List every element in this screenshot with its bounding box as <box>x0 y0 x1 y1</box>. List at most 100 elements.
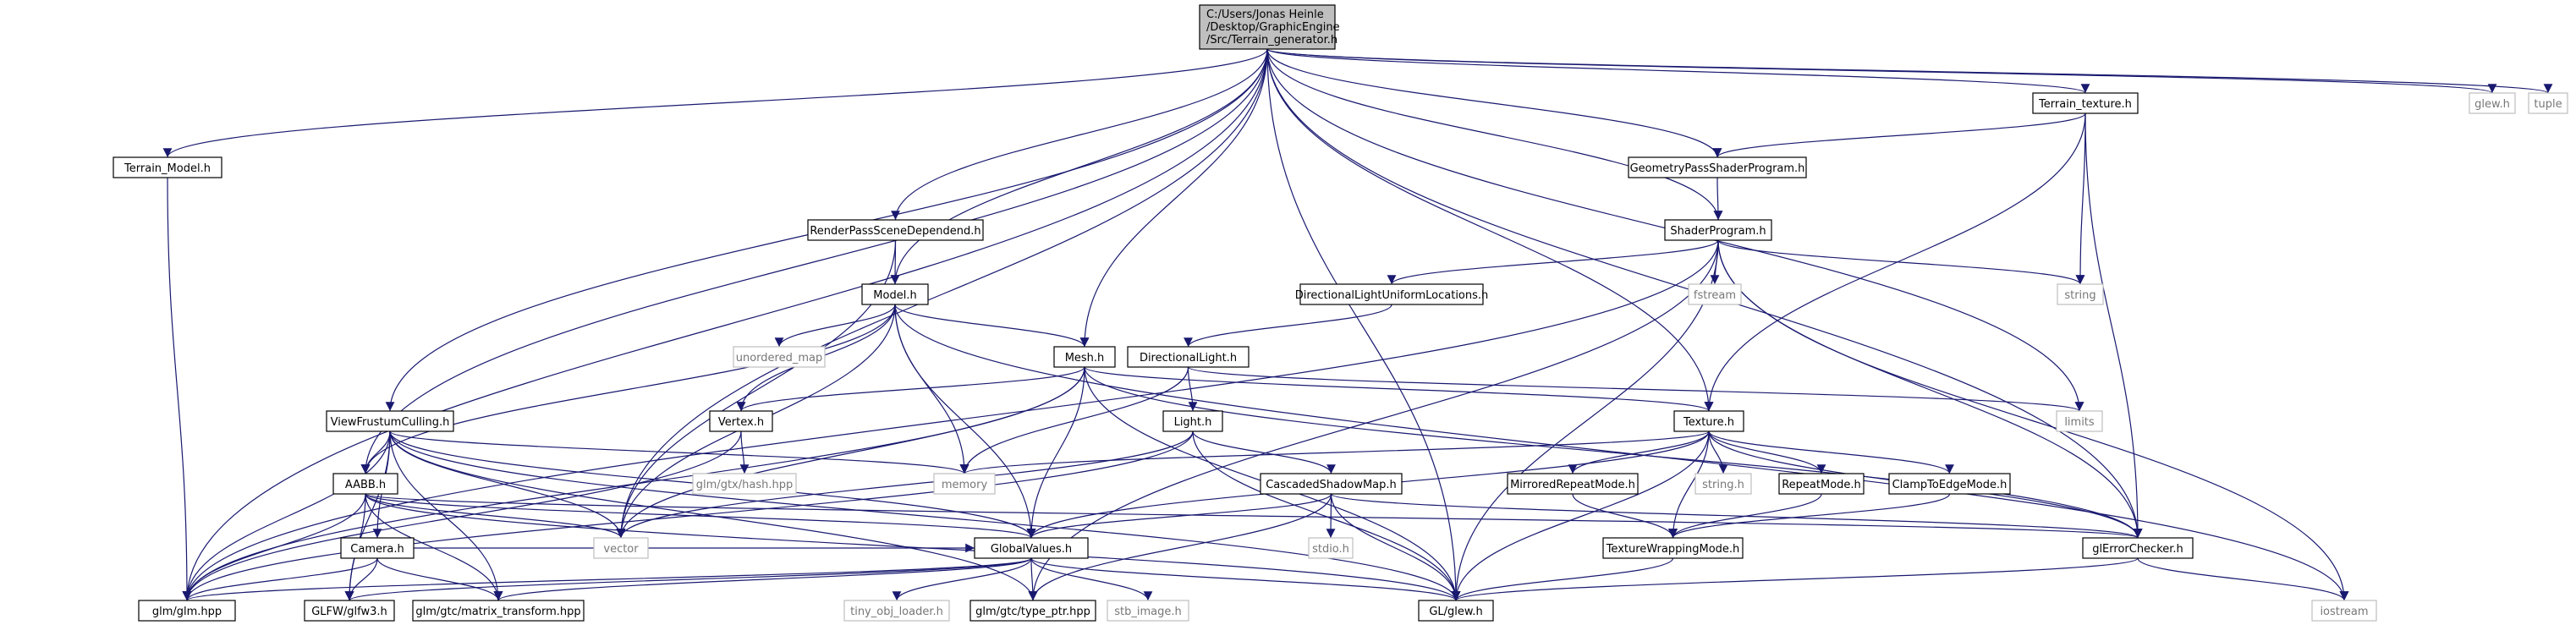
edge-mesh-to-texture <box>1084 366 1714 412</box>
node-texture[interactable]: Texture.h <box>1673 410 1744 432</box>
node-terrain-model[interactable]: Terrain_Model.h <box>113 156 222 178</box>
edge-gl-error-to-iostream <box>2137 557 2349 601</box>
edge-texture-to-memory <box>960 430 1710 474</box>
edge-terrain-texture-to-gl-error <box>2084 112 2143 539</box>
node-box <box>304 600 395 622</box>
node-label: GLFW/glfw3.h <box>311 606 387 618</box>
edge-model-to-aabb <box>360 304 896 474</box>
node-repeat-mode[interactable]: RepeatMode.h <box>1778 473 1865 495</box>
edge-repeat-mode-to-texture-wrapping <box>1668 493 1822 539</box>
node-box <box>1260 473 1403 495</box>
node-string[interactable]: string <box>2057 283 2104 305</box>
node-box <box>969 600 1096 622</box>
edge-root-to-terrain-model <box>162 48 1268 158</box>
node-view-frustum[interactable]: ViewFrustumCulling.h <box>326 410 454 432</box>
node-texture-wrapping[interactable]: TextureWrappingMode.h <box>1602 537 1744 559</box>
root-line-3: /Src/Terrain_generator.h <box>1206 34 1337 47</box>
node-light[interactable]: Light.h <box>1162 410 1223 432</box>
edge-aabb-to-glm-glm <box>182 493 366 601</box>
node-fstream[interactable]: fstream <box>1688 283 1742 305</box>
node-box <box>2311 600 2377 622</box>
edge-root-to-model <box>890 48 1268 285</box>
node-glm-hash[interactable]: glm/gtx/hash.hpp <box>692 473 797 495</box>
node-glm-matrix[interactable]: glm/gtc/matrix_transform.hpp <box>412 600 585 622</box>
node-vector[interactable]: vector <box>593 537 649 559</box>
edge-mesh-to-global-values <box>1026 366 1085 539</box>
edge-geometry-pass-to-shaderprogram <box>1713 177 1723 221</box>
node-glm-glm[interactable]: glm/glm.hpp <box>138 600 236 622</box>
node-iostream[interactable]: iostream <box>2311 600 2377 622</box>
node-box <box>1664 219 1772 241</box>
node-string-h[interactable]: string.h <box>1694 473 1752 495</box>
node-unordered-map[interactable]: unordered_map <box>733 346 826 368</box>
node-camera[interactable]: Camera.h <box>340 537 415 559</box>
edge-view-frustum-to-glm-glm <box>182 430 391 601</box>
node-global-values[interactable]: GlobalValues.h <box>974 537 1089 559</box>
node-label: string <box>2064 289 2095 302</box>
node-gl-glew[interactable]: GL/glew.h <box>1418 600 1494 622</box>
node-box <box>933 473 996 495</box>
edge-root-to-mesh <box>1079 48 1268 348</box>
node-tiny-obj[interactable]: tiny_obj_loader.h <box>843 600 950 622</box>
node-glew-h[interactable]: glew.h <box>2469 92 2516 114</box>
node-box <box>1308 537 1354 559</box>
edge-cascaded-shadow-to-global-values <box>1026 493 1332 539</box>
node-memory[interactable]: memory <box>933 473 996 495</box>
edge-mesh-to-vertex <box>736 366 1085 412</box>
node-mesh[interactable]: Mesh.h <box>1053 346 1116 368</box>
node-label: TextureWrappingMode.h <box>1606 543 1740 556</box>
edge-global-values-to-stb-image <box>1030 557 1153 601</box>
edge-model-to-memory <box>894 304 969 474</box>
node-label: Camera.h <box>350 543 404 556</box>
node-box <box>593 537 649 559</box>
node-label: AABB.h <box>345 479 386 491</box>
root-node-terrain-generator[interactable]: C:/Users/Jonas Heinle /Desktop/GraphicEn… <box>1199 4 1340 50</box>
node-label: stdio.h <box>1312 543 1349 556</box>
edge-cascaded-shadow-to-stdio <box>1326 493 1336 539</box>
node-label: GL/glew.h <box>1429 606 1482 618</box>
node-vertex[interactable]: Vertex.h <box>709 410 773 432</box>
node-box <box>113 156 222 178</box>
node-directional-light[interactable]: DirectionalLight.h <box>1127 346 1250 368</box>
node-shaderprogram[interactable]: ShaderProgram.h <box>1664 219 1772 241</box>
node-glm-typeptr[interactable]: glm/gtc/type_ptr.hpp <box>969 600 1096 622</box>
node-label: limits <box>2064 416 2095 429</box>
edge-global-values-to-glm-typeptr <box>1028 557 1038 601</box>
edge-shaderprogram-to-iostream <box>1717 239 2349 601</box>
node-mirrored-repeat[interactable]: MirroredRepeatMode.h <box>1507 473 1639 495</box>
node-box <box>2056 410 2103 432</box>
edge-root-to-aabb <box>360 48 1268 474</box>
node-geometry-pass[interactable]: GeometryPassShaderProgram.h <box>1628 156 1807 178</box>
node-box <box>340 537 415 559</box>
node-renderpass[interactable]: RenderPassSceneDependend.h <box>807 219 984 241</box>
node-model[interactable]: Model.h <box>861 283 929 305</box>
edge-light-to-vector <box>616 430 1194 539</box>
node-dir-light-uniform[interactable]: DirectionalLightUniformLocations.h <box>1295 283 1489 305</box>
node-tuple[interactable]: tuple <box>2528 92 2568 114</box>
node-box <box>1418 600 1494 622</box>
node-box <box>2469 92 2516 114</box>
edge-aabb-to-gl-error <box>365 493 2142 539</box>
node-label: Terrain_texture.h <box>2038 98 2132 111</box>
edge-view-frustum-to-glm-matrix <box>389 430 503 601</box>
node-glfw[interactable]: GLFW/glfw3.h <box>304 600 395 622</box>
node-label: GlobalValues.h <box>991 543 1072 556</box>
edge-shaderprogram-to-glm-typeptr <box>1028 239 1719 601</box>
node-box <box>326 410 454 432</box>
node-clamp-edge[interactable]: ClampToEdgeMode.h <box>1888 473 2011 495</box>
node-stb-image[interactable]: stb_image.h <box>1107 600 1189 622</box>
edge-shaderprogram-to-glm-glm <box>182 239 1719 601</box>
edge-texture-to-string-h <box>1708 430 1728 474</box>
node-limits[interactable]: limits <box>2056 410 2103 432</box>
node-label: stb_image.h <box>1114 606 1182 618</box>
node-stdio[interactable]: stdio.h <box>1308 537 1354 559</box>
node-terrain-texture[interactable]: Terrain_texture.h <box>2032 92 2139 114</box>
node-aabb[interactable]: AABB.h <box>332 473 398 495</box>
node-box <box>2082 537 2194 559</box>
node-cascaded-shadow[interactable]: CascadedShadowMap.h <box>1260 473 1403 495</box>
node-gl-error[interactable]: glErrorChecker.h <box>2082 537 2194 559</box>
edge-directional-light-to-memory <box>959 366 1189 474</box>
edge-terrain-texture-to-string <box>2075 112 2086 285</box>
node-label: ViewFrustumCulling.h <box>331 416 450 429</box>
node-label: glm/gtx/hash.hpp <box>696 479 793 491</box>
